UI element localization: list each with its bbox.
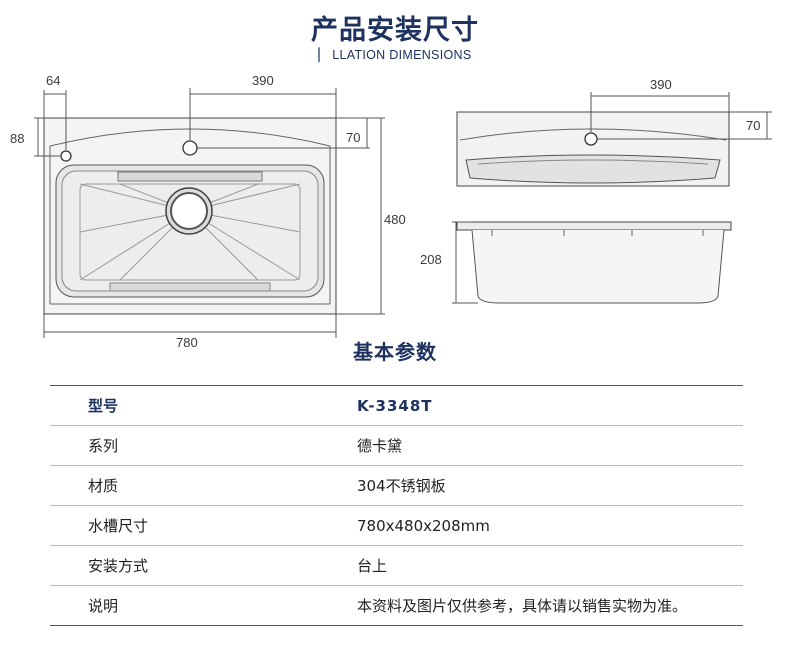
param-value: 780x480x208mm (323, 505, 743, 546)
dim-overall-height: 480 (384, 212, 406, 227)
dim-right-offset: 70 (346, 130, 361, 145)
param-key: 系列 (50, 425, 323, 466)
param-key: 安装方式 (50, 545, 323, 586)
dim-top-left-offset: 64 (46, 73, 61, 88)
params-title: 基本参数 (353, 340, 437, 364)
dim-side-right-offset: 70 (746, 118, 761, 133)
dim-side-hole-offset: 390 (650, 77, 672, 92)
dim-depth: 208 (420, 252, 442, 267)
page-subtitle: ▏ LLATION DIMENSIONS (318, 48, 472, 62)
param-key: 材质 (50, 465, 323, 506)
dim-left-height: 88 (10, 131, 25, 146)
table-row: 系列德卡黛 (50, 425, 743, 466)
param-key: 型号 (50, 385, 323, 426)
installation-drawing (34, 88, 772, 338)
param-key: 说明 (88, 597, 119, 615)
param-key: 水槽尺寸 (50, 505, 323, 546)
sink-side-view (456, 111, 730, 187)
dim-overall-width: 780 (176, 335, 198, 350)
table-row: 安装方式台上 (50, 545, 743, 586)
param-value: 台上 (323, 545, 743, 586)
param-value: 304不锈钢板 (323, 465, 743, 506)
dim-top-hole-offset: 390 (252, 73, 274, 88)
table-row: 说明 本资料及图片仅供参考，具体请以销售实物为准。 (50, 586, 743, 626)
param-value: K-3348T (323, 385, 743, 426)
page-title: 产品安装尺寸 (311, 15, 479, 46)
sink-depth-view (456, 221, 732, 304)
param-value: 本资料及图片仅供参考，具体请以销售实物为准。 (357, 597, 688, 615)
sink-top-view (43, 117, 337, 315)
param-value: 德卡黛 (323, 425, 743, 466)
